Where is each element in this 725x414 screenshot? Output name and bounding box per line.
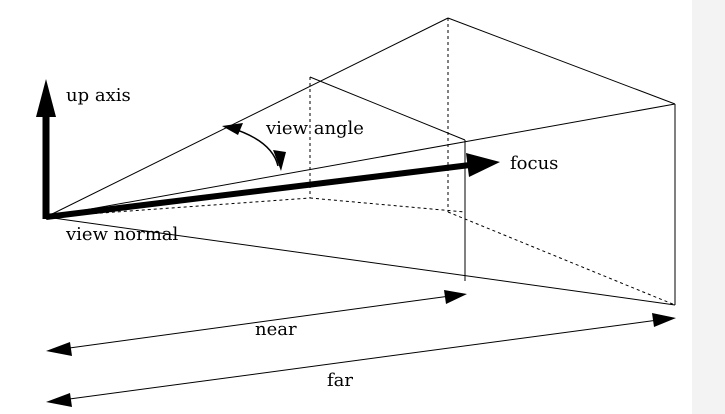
- near-dimension: [46, 290, 467, 356]
- up-axis-label: up axis: [66, 85, 131, 106]
- near-arrowhead-left: [46, 342, 72, 356]
- view-angle-label: view angle: [265, 118, 364, 139]
- frustum-bottom-edge: [45, 216, 676, 306]
- far-arrowhead-right: [652, 313, 676, 327]
- view-angle-arrowhead-top: [222, 123, 243, 135]
- focus-arrowhead: [466, 153, 500, 177]
- frustum-right-upper-edge: [45, 103, 676, 218]
- near-label: near: [255, 319, 297, 340]
- view-angle-arrowhead-bottom: [273, 150, 286, 171]
- far-arrowhead-left: [46, 393, 72, 407]
- view-frustum-diagram: up axis view angle focus view normal nea…: [36, 17, 676, 407]
- focus-arrow-shaft: [45, 162, 471, 220]
- frustum-top-edge: [45, 17, 449, 218]
- far-plane-hidden-bottom: [447, 211, 676, 306]
- far-plane-top-edge: [447, 17, 676, 105]
- near-plane-top-edge: [309, 76, 466, 141]
- near-arrowhead-right: [444, 290, 467, 304]
- view-normal-label: view normal: [65, 224, 179, 245]
- far-dimension-line: [61, 319, 659, 401]
- near-plane-hidden-bottom: [309, 197, 466, 213]
- focus-label: focus: [510, 153, 558, 174]
- near-dimension-line: [61, 295, 451, 350]
- far-dimension: [46, 313, 676, 407]
- right-edge-strip: [692, 0, 725, 414]
- up-axis-arrow: [36, 79, 56, 219]
- frustum-edges: [45, 17, 676, 306]
- focus-arrow: [45, 153, 500, 220]
- far-label: far: [327, 370, 353, 391]
- up-axis-arrowhead: [36, 79, 56, 117]
